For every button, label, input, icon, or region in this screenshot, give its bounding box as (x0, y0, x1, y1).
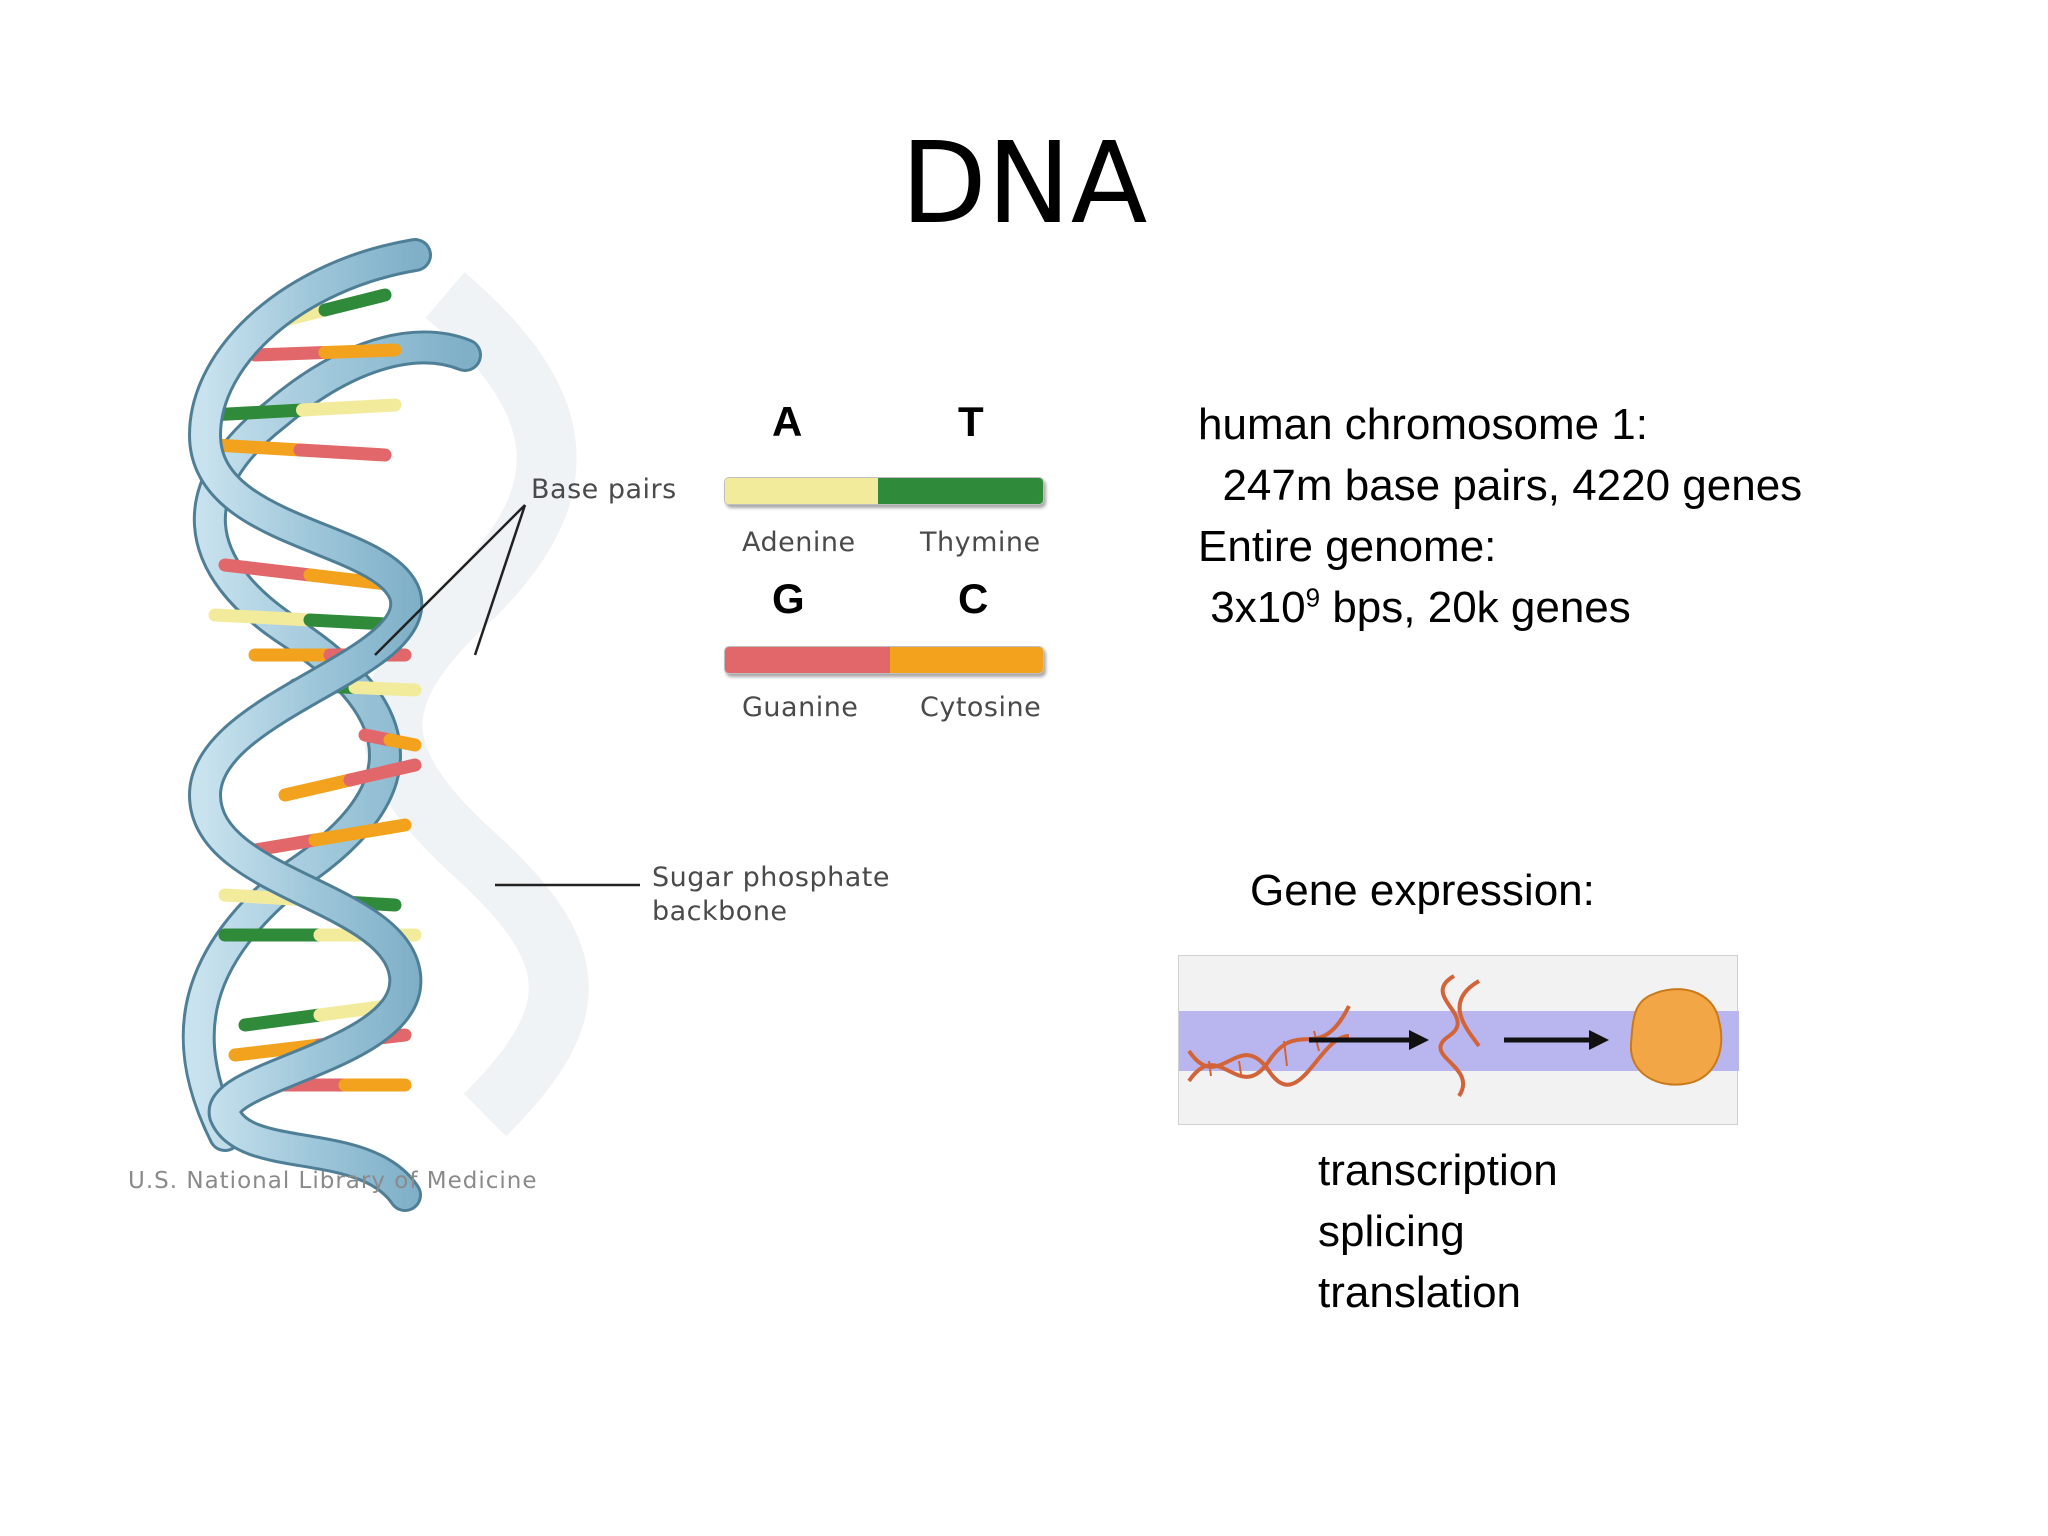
at-pair-bar (724, 477, 1044, 505)
thymine-segment (877, 478, 1043, 504)
arrow-translation-icon (1504, 1030, 1609, 1050)
letter-c: C (958, 575, 989, 622)
info-line-2: 247m base pairs, 4220 genes (1198, 461, 1803, 510)
cytosine-segment (890, 647, 1043, 673)
gc-pair-bar (724, 646, 1044, 674)
guanine-label: Guanine (742, 692, 859, 723)
base-pair-rung-right (348, 681, 422, 697)
guanine-segment (725, 647, 891, 673)
letter-g: G (772, 575, 805, 622)
dna-helix-svg (181, 238, 640, 1212)
rna-strand-icon (1438, 974, 1481, 1098)
letter-t: T (958, 398, 984, 445)
thymine-label: Thymine (920, 527, 1041, 558)
base-pairs-label: Base pairs (531, 474, 677, 505)
arrow-transcription-icon (1309, 1030, 1429, 1050)
step-splicing: splicing (1318, 1207, 1465, 1256)
base-pair-rung-right (296, 398, 402, 417)
adenine-segment (725, 478, 878, 504)
gene-expression-steps: transcription splicing translation (1318, 1140, 1558, 1323)
adenine-label: Adenine (742, 527, 856, 558)
base-pair-rung-left (248, 346, 332, 362)
base-pair-rung-right (318, 288, 392, 317)
base-pairs-pointer-1 (374, 504, 526, 656)
base-pair-rung-right (318, 343, 402, 359)
info-line-4-prefix: 3x10 (1198, 583, 1306, 632)
base-pair-rung-left (208, 608, 317, 627)
genome-info: human chromosome 1: 247m base pairs, 422… (1198, 394, 1802, 638)
protein-icon (1629, 988, 1723, 1086)
info-line-4-superscript: 9 (1305, 582, 1321, 613)
dna-helix-figure (115, 235, 915, 1215)
gene-expression-title: Gene expression: (1250, 866, 1595, 915)
step-transcription: transcription (1318, 1146, 1558, 1195)
base-pair-rung-left (238, 1008, 327, 1032)
info-line-4-suffix: bps, 20k genes (1320, 583, 1631, 632)
base-pair-rung-right (383, 733, 422, 752)
gene-expression-diagram (1178, 955, 1739, 1125)
letter-a: A (772, 398, 803, 445)
base-pair-rung-right (343, 758, 422, 787)
info-line-1: human chromosome 1: (1198, 400, 1648, 449)
base-pair-rung-right (293, 443, 392, 462)
base-pair-rung-left (218, 558, 317, 582)
base-pair-rung-left (208, 438, 307, 457)
base-pair-rung-left (278, 773, 357, 802)
base-pair-rung-left (203, 403, 309, 422)
image-credit: U.S. National Library of Medicine (128, 1168, 538, 1194)
slide-title: DNA (900, 119, 1148, 249)
base-pair-rung-right (308, 818, 412, 847)
info-line-3: Entire genome: (1198, 522, 1497, 571)
cytosine-label: Cytosine (920, 692, 1042, 723)
backbone-label-line1: Sugar phosphate (652, 862, 890, 893)
backbone-label-line2: backbone (652, 896, 788, 927)
step-translation: translation (1318, 1268, 1522, 1317)
info-line-4: 3x109 bps, 20k genes (1198, 577, 1802, 638)
base-pairs-pointer-2 (473, 504, 527, 656)
